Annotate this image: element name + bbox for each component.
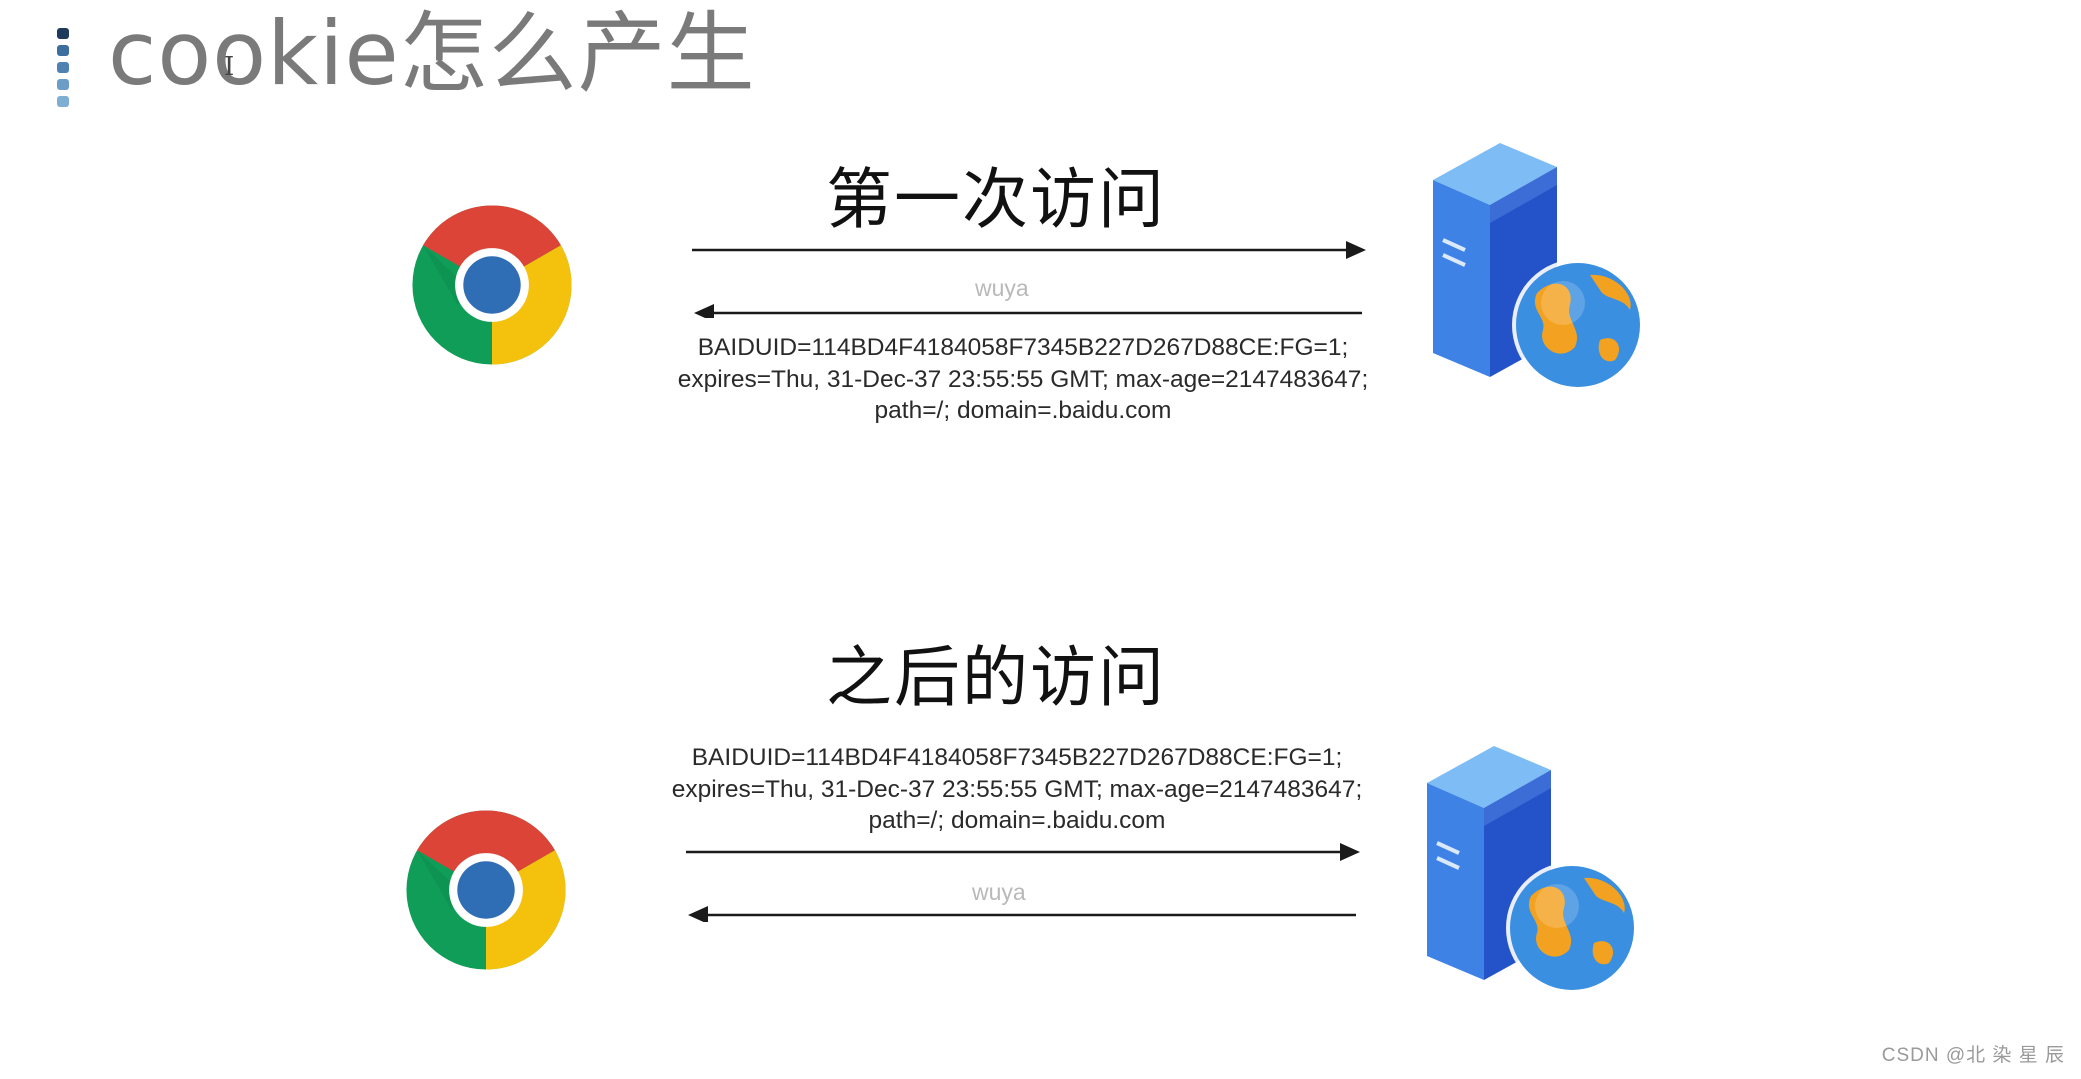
first-visit-reply-label: wuya: [975, 275, 1029, 301]
first-visit-set-cookie: BAIDUID=114BD4F4184058F7345B227D267D88CE…: [633, 332, 1413, 427]
first-visit-arrows: [692, 241, 1366, 318]
page-title: cookie怎么产生: [108, 2, 756, 105]
server-globe-icon: [1433, 143, 1644, 391]
title-accent-bar: [53, 26, 75, 107]
cookie-line: path=/; domain=.baidu.com: [874, 397, 1172, 424]
first-visit-heading: 第一次访问: [826, 161, 1166, 238]
chrome-icon: [412, 205, 572, 365]
cookie-line: BAIDUID=114BD4F4184058F7345B227D267D88CE…: [691, 744, 1343, 771]
server-globe-icon: [1427, 746, 1638, 994]
later-visit-arrows: [686, 843, 1360, 922]
cookie-line: expires=Thu, 31-Dec-37 23:55:55 GMT; max…: [677, 365, 1369, 393]
text-cursor-icon: I: [224, 52, 235, 82]
later-visit-cookie-header: BAIDUID=114BD4F4184058F7345B227D267D88CE…: [627, 742, 1407, 837]
later-visit-heading: 之后的访问: [826, 639, 1166, 716]
later-visit-reply-label: wuya: [972, 879, 1026, 905]
watermark: CSDN @北 染 星 辰: [1881, 1045, 2065, 1066]
cookie-line: BAIDUID=114BD4F4184058F7345B227D267D88CE…: [697, 334, 1349, 361]
cookie-line: expires=Thu, 31-Dec-37 23:55:55 GMT; max…: [671, 775, 1363, 803]
chrome-icon: [406, 810, 566, 970]
cookie-line: path=/; domain=.baidu.com: [868, 807, 1166, 834]
